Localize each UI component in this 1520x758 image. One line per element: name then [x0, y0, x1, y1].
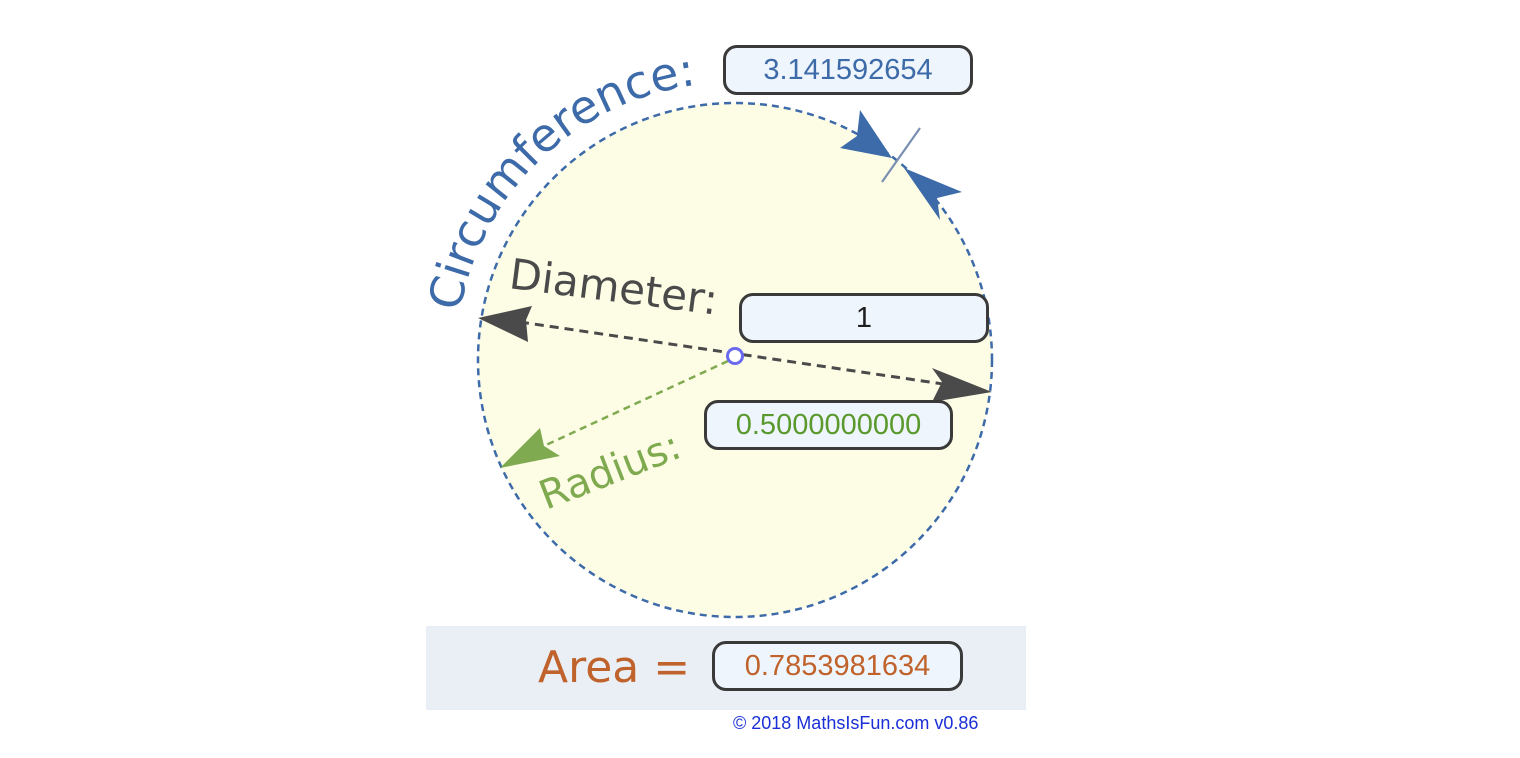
circumference-dashed-outline: [476, 101, 994, 619]
area-input[interactable]: [712, 641, 963, 691]
circumference-arrowhead-side: [904, 168, 962, 220]
circumference-input[interactable]: [723, 45, 973, 95]
diameter-arrowhead-left: [478, 306, 532, 342]
radius-line: [545, 359, 729, 447]
circumference-arrowhead-top: [840, 110, 892, 158]
radius-arrowhead: [500, 428, 560, 468]
circumference-start-marker: [881, 127, 921, 183]
diameter-input[interactable]: [739, 293, 989, 343]
diameter-arrowhead-right: [932, 368, 992, 402]
area-label: Area =: [538, 642, 691, 693]
credit-link[interactable]: © 2018 MathsIsFun.com v0.86: [733, 713, 979, 733]
center-drag-handle[interactable]: [726, 347, 744, 365]
radius-input[interactable]: [704, 400, 953, 450]
